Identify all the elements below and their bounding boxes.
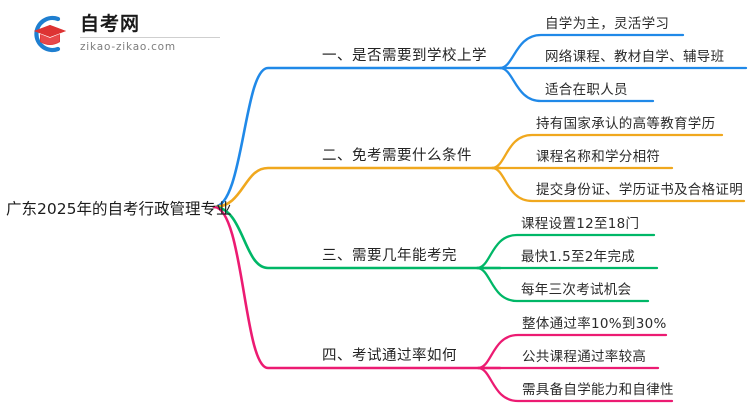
branch-3-child-3[interactable]: 每年三次考试机会 [521, 282, 632, 298]
branch-3-child-2[interactable]: 最快1.5至2年完成 [521, 249, 636, 265]
branch-1-label[interactable]: 一、是否需要到学校上学 [322, 48, 487, 64]
logo-title: 自考网 [80, 13, 141, 35]
branch-4-child-2[interactable]: 公共课程通过率较高 [522, 349, 647, 365]
site-logo: 自考网 zikao-zikao.com [28, 10, 238, 58]
branch-4-label[interactable]: 四、考试通过率如何 [322, 348, 457, 364]
branch-1-child-1[interactable]: 自学为主，灵活学习 [545, 16, 670, 32]
branch-2-child-2[interactable]: 课程名称和学分相符 [536, 149, 661, 165]
branch-2-child-1[interactable]: 持有国家承认的高等教育学历 [536, 116, 716, 132]
logo-domain: zikao-zikao.com [80, 41, 176, 53]
root-node-label[interactable]: 广东2025年的自考行政管理专业 [6, 200, 232, 218]
logo-divider [80, 37, 220, 38]
branch-2-child-3[interactable]: 提交身份证、学历证书及合格证明 [536, 182, 743, 198]
graduation-cap-icon [34, 15, 66, 53]
branch-1-child-3[interactable]: 适合在职人员 [545, 82, 628, 98]
logo-text-block: 自考网 zikao-zikao.com [80, 13, 230, 53]
branch-2-label[interactable]: 二、免考需要什么条件 [322, 148, 472, 164]
branch-4-child-3[interactable]: 需具备自学能力和自律性 [522, 382, 674, 398]
branch-3-label[interactable]: 三、需要几年能考完 [322, 248, 457, 264]
branch-4-child-1[interactable]: 整体通过率10%到30% [522, 316, 667, 332]
branch-3-child-1[interactable]: 课程设置12至18门 [521, 216, 640, 232]
branch-1-child-2[interactable]: 网络课程、教材自学、辅导班 [545, 49, 725, 65]
